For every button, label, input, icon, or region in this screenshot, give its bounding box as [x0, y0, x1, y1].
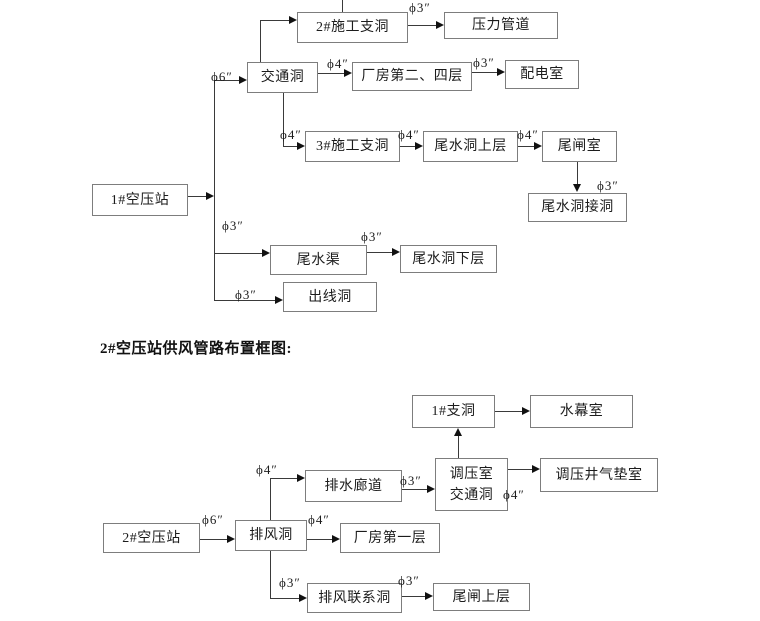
node-2-air-compressor-station: 2#空压站 — [103, 523, 200, 553]
node-plant-floors-2-4: 厂房第二、四层 — [352, 62, 472, 91]
pipe-diameter-label: ϕ4″ — [327, 56, 349, 71]
arrowhead-icon — [415, 142, 423, 150]
connector-line — [307, 539, 333, 540]
connector-line — [402, 596, 426, 597]
arrowhead-icon — [532, 465, 540, 473]
pipe-diameter-label: ϕ3″ — [473, 55, 495, 70]
pipe-diameter-label: ϕ3″ — [400, 473, 422, 488]
connector-line — [214, 80, 215, 300]
diagram-2-caption: 2#空压站供风管路布置框图: — [100, 341, 292, 357]
arrowhead-icon — [227, 535, 235, 543]
connector-line — [408, 25, 436, 26]
pipe-diameter-label: ϕ4″ — [256, 462, 278, 477]
pipe-diameter-label: ϕ3″ — [361, 229, 383, 244]
connector-line — [400, 146, 416, 147]
arrowhead-icon — [289, 16, 297, 24]
connector-line — [214, 253, 263, 254]
node-3-construction-branch-tunnel: 3#施工支洞 — [305, 131, 400, 162]
node-power-distribution-room: 配电室 — [505, 60, 579, 89]
connector-line — [270, 551, 271, 598]
connector-line — [367, 252, 393, 253]
node-pressure-pipeline: 压力管道 — [444, 12, 558, 39]
node-tailrace-tunnel-connection: 尾水洞接洞 — [528, 193, 627, 222]
pipe-diameter-label: ϕ3″ — [279, 575, 301, 590]
connector-line — [342, 0, 343, 12]
pipe-diameter-label: ϕ4″ — [398, 127, 420, 142]
connector-line — [188, 196, 207, 197]
connector-line — [472, 72, 498, 73]
arrowhead-icon — [344, 69, 352, 77]
node-surge-chamber-traffic-tunnel: 调压室 交通洞 — [435, 458, 508, 511]
node-surge-shaft-air-cushion-room: 调压井气垫室 — [540, 458, 658, 492]
node-traffic-tunnel: 交通洞 — [247, 62, 318, 93]
arrowhead-icon — [297, 474, 305, 482]
pipe-diameter-label: ϕ4″ — [517, 127, 539, 142]
arrowhead-icon — [262, 249, 270, 257]
node-tail-gate-chamber: 尾闸室 — [542, 131, 617, 162]
pipe-diameter-label: ϕ4″ — [280, 127, 302, 142]
arrowhead-icon — [573, 184, 581, 192]
pipe-diameter-label: ϕ3″ — [409, 0, 431, 15]
node-1-air-compressor-station: 1#空压站 — [92, 184, 188, 216]
connector-line — [518, 146, 535, 147]
arrowhead-icon — [239, 76, 247, 84]
connector-line — [508, 469, 533, 470]
node-2-construction-branch-tunnel: 2#施工支洞 — [297, 12, 408, 43]
pipe-diameter-label: ϕ6″ — [211, 69, 233, 84]
arrowhead-icon — [427, 485, 435, 493]
pipe-diameter-label: ϕ6″ — [202, 512, 224, 527]
node-tailrace-tunnel-upper: 尾水洞上层 — [423, 131, 518, 162]
connector-line — [283, 146, 298, 147]
connector-line — [283, 93, 284, 146]
arrowhead-icon — [332, 535, 340, 543]
node-drainage-corridor: 排水廊道 — [305, 470, 402, 502]
node-1-branch-tunnel: 1#支洞 — [412, 395, 495, 428]
connector-line — [214, 80, 240, 81]
arrowhead-icon — [522, 407, 530, 415]
pipe-diameter-label: ϕ4″ — [503, 487, 525, 502]
connector-line — [270, 598, 300, 599]
arrowhead-icon — [436, 21, 444, 29]
connector-line — [214, 300, 276, 301]
node-plant-floor-1: 厂房第一层 — [340, 523, 440, 553]
pipe-diameter-label: ϕ4″ — [308, 512, 330, 527]
node-tailrace-channel: 尾水渠 — [270, 245, 367, 275]
connector-line — [318, 73, 345, 74]
connector-line — [495, 411, 523, 412]
connector-line — [260, 20, 261, 62]
arrowhead-icon — [206, 192, 214, 200]
arrowhead-icon — [534, 142, 542, 150]
arrowhead-icon — [454, 428, 462, 436]
arrowhead-icon — [425, 592, 433, 600]
node-water-curtain-room: 水幕室 — [530, 395, 633, 428]
connector-line — [260, 20, 290, 21]
arrowhead-icon — [275, 296, 283, 304]
connector-line — [577, 162, 578, 185]
pipe-diameter-label: ϕ3″ — [235, 287, 257, 302]
node-tailrace-tunnel-lower: 尾水洞下层 — [400, 245, 497, 273]
node-exhaust-tunnel: 排风洞 — [235, 520, 307, 551]
pipe-diameter-label: ϕ3″ — [597, 178, 619, 193]
node-tail-gate-upper: 尾闸上层 — [433, 583, 530, 611]
connector-line — [458, 430, 459, 458]
pipe-diameter-label: ϕ3″ — [222, 218, 244, 233]
connector-line — [270, 478, 271, 520]
pipe-diameter-label: ϕ3″ — [398, 573, 420, 588]
arrowhead-icon — [497, 68, 505, 76]
connector-line — [270, 478, 298, 479]
arrowhead-icon — [392, 248, 400, 256]
connector-line — [200, 539, 228, 540]
node-outgoing-line-tunnel: 出线洞 — [283, 282, 377, 312]
node-exhaust-connection-tunnel: 排风联系洞 — [307, 583, 402, 613]
arrowhead-icon — [299, 594, 307, 602]
connector-line — [402, 489, 428, 490]
arrowhead-icon — [297, 142, 305, 150]
